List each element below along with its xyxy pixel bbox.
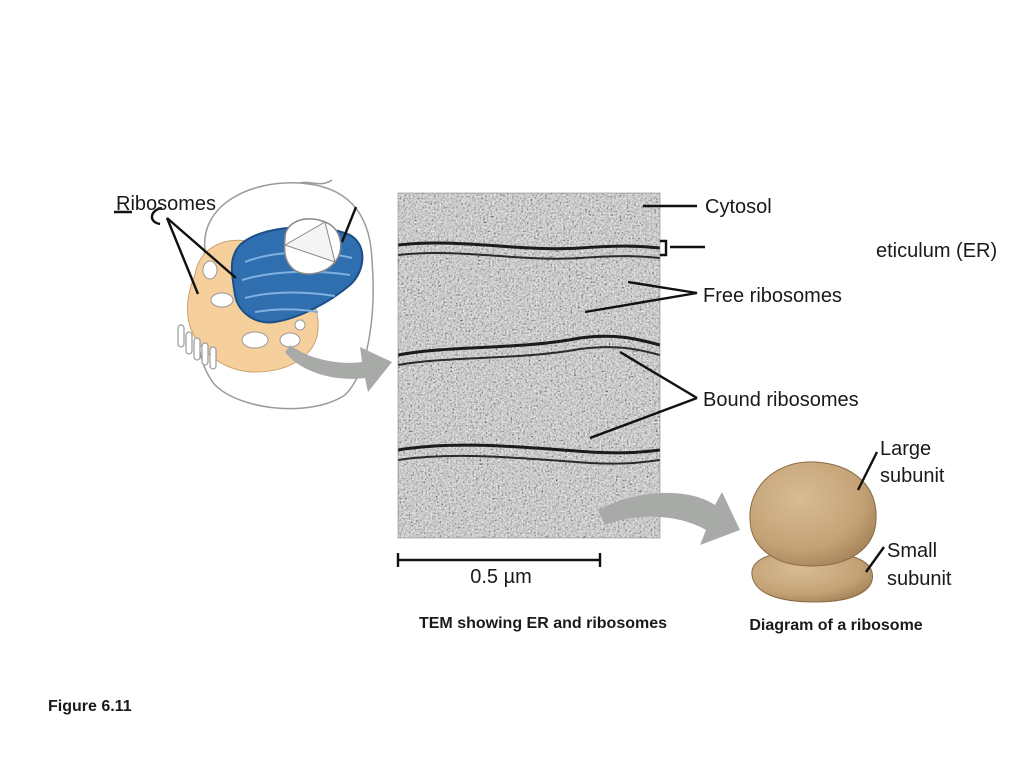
ribosome-diagram: [749, 461, 877, 603]
bound-ribosomes-label: Bound ribosomes: [703, 389, 859, 411]
tem-micrograph: [398, 193, 660, 538]
small-subunit-label-line1: Small: [887, 540, 937, 562]
er-label: eticulum (ER): [876, 240, 997, 262]
er-membrane: [398, 241, 660, 251]
figure-number: Figure 6.11: [48, 698, 132, 715]
scale-label: 0.5 µm: [470, 566, 532, 588]
leader-lines: [114, 204, 885, 573]
microvilli: [177, 324, 217, 370]
arrow-to-ribosome: [598, 492, 740, 545]
tem-caption: TEM showing ER and ribosomes: [419, 615, 667, 632]
free-ribosomes-label: Free ribosomes: [703, 285, 842, 307]
er-membrane: [398, 443, 660, 455]
arrow-to-tem: [285, 345, 392, 392]
cell-illustration: [177, 179, 392, 410]
diagram-caption: Diagram of a ribosome: [749, 617, 922, 634]
cell-extension: [299, 179, 333, 185]
scale-bar: [396, 553, 602, 567]
large-subunit-label-line2: subunit: [880, 465, 945, 487]
er-membrane: [398, 334, 660, 357]
cytosol-label: Cytosol: [705, 196, 772, 218]
ribosomes-label: Ribosomes: [116, 193, 216, 215]
small-subunit-label-line2: subunit: [887, 568, 952, 590]
large-subunit-label-line1: Large: [880, 438, 931, 460]
large-subunit: [749, 461, 877, 567]
organelles: [202, 260, 306, 349]
